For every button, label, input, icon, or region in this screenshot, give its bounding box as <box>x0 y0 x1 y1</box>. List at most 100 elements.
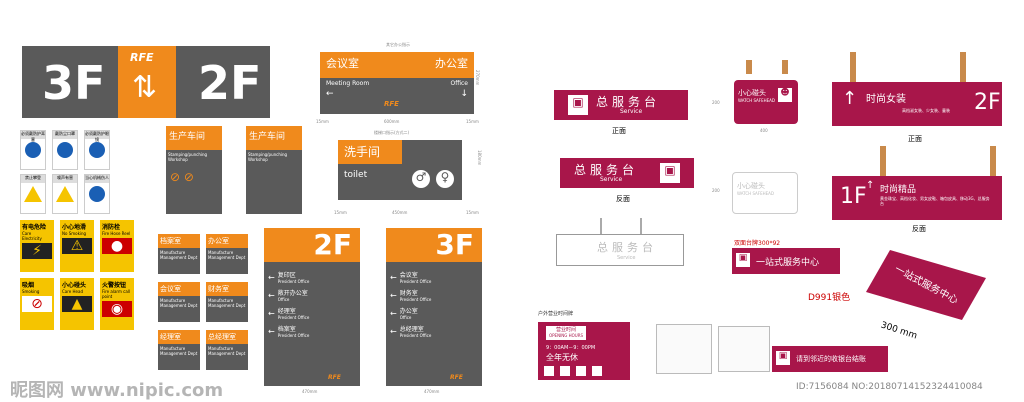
safety-sign: 消防栓 Fire Hose Reel ● <box>100 220 134 272</box>
service-desk-wireframe: 总服务台 Service <box>556 234 684 266</box>
safety-sign: 小心碰头 Care Head ▲ <box>60 278 94 330</box>
sign-en: Care Head <box>62 289 83 294</box>
one-stop-caption: 双面台牌300*92 <box>734 240 781 247</box>
care-head-cn: 小心碰头 <box>738 89 766 97</box>
cashier-icon: ▣ <box>776 351 790 365</box>
office-en: Manufacture Management Dept <box>160 298 198 308</box>
dim-width: 470mm <box>302 389 318 394</box>
office-cn: 办公室 <box>206 234 248 248</box>
service-back-label: 反面 <box>616 195 630 203</box>
safety-sign-label: 噪声有害 <box>53 175 77 183</box>
hours-icons <box>544 366 602 376</box>
sign-cn: 消防栓 <box>102 224 121 231</box>
office-cn: 总经理室 <box>206 330 248 344</box>
workshop-title: 生产车间 <box>249 132 286 142</box>
ear-protection-icon <box>25 142 41 158</box>
rfe-logo: RFE <box>384 100 399 108</box>
service-desk-cn: 总服务台 <box>596 95 661 109</box>
back-label: 反面 <box>912 225 926 233</box>
dim-right: 15mm <box>466 119 479 124</box>
fashion-ladies-cn: 时尚女装 <box>866 94 906 105</box>
care-wireframe-cn: 小心碰头 <box>737 182 765 190</box>
office-sign: 档案室 Manufacture Management Dept <box>158 234 200 274</box>
safety-sign-label: 当心机械伤人 <box>85 175 109 183</box>
mask-icon <box>57 142 73 158</box>
arrow-left-icon: ← <box>390 308 397 318</box>
safety-sign: 有电危险 Care Electricity ⚡ <box>20 220 54 272</box>
fashion-ladies-sub: 高档淑女装、少女装、童装 <box>902 108 950 113</box>
care-wireframe-en: WATCH SAFEHEAD <box>737 191 774 196</box>
toilet-sign: 洗手间 toilet ♂ ♀ <box>338 140 462 200</box>
dim-height: 270mm <box>475 70 480 86</box>
arrow-down-icon: ↓ <box>460 89 468 99</box>
dim-left: 15mm <box>316 119 329 124</box>
watermark-site: 昵图网 www.nipic.com <box>10 380 224 401</box>
arrow-left-icon: ← <box>268 272 275 282</box>
cashier-card: ▣ 请到邻近的收银台结账 <box>772 346 888 372</box>
sign-cn: 小心地滑 <box>62 224 87 231</box>
safety-sign: 当心机械伤人 <box>84 174 110 214</box>
workshop-sign: 生产车间 Stamping/punching Workshop <box>246 126 302 214</box>
arrow-left-icon: ← <box>390 272 397 282</box>
sign-en: Fire alarm call point <box>102 289 131 299</box>
office-signs-grid: 档案室 Manufacture Management Dept 办公室 Manu… <box>158 234 250 370</box>
entry-cn: 会议室 <box>399 272 418 279</box>
safety-sign-label: 戴防尘口罩 <box>53 131 77 139</box>
entry-en: President Office <box>277 333 310 338</box>
care-head-en: WATCH SAFEHEAD <box>738 98 775 103</box>
entry-en: President Office <box>399 297 432 302</box>
fire-hose-icon: ● <box>102 238 132 254</box>
sign-en: No Smoking <box>62 231 87 236</box>
service-wireframe-cn: 总服务台 <box>597 241 657 254</box>
service-desk-cn: 总服务台 <box>574 163 639 177</box>
floor-number: 1F <box>840 184 867 209</box>
hours-caption: 户外营业时间牌 <box>538 311 574 317</box>
white-card <box>718 326 770 372</box>
fashion-ladies-sign: ↑ 时尚女装 高档淑女装、少女装、童装 2F <box>832 82 1002 126</box>
sign-en: Smoking <box>22 289 40 294</box>
service-desk-front: ▣ 总服务台 Service <box>554 90 688 120</box>
workshop-sub: Stamping/punching Workshop <box>168 152 208 162</box>
tent-sign: 一站式服务中心 <box>846 240 996 330</box>
office-cn: 经理室 <box>158 330 200 344</box>
up-down-arrows-icon: ⇅ <box>132 70 158 105</box>
entry-en: Office <box>399 315 412 320</box>
entry-cn: 财务室 <box>399 290 418 297</box>
safety-sign: 禁止攀登 <box>20 174 46 214</box>
entry-cn: 总经理室 <box>399 326 424 333</box>
office-en: Office <box>450 80 468 87</box>
office-en: Manufacture Management Dept <box>208 250 246 260</box>
meeting-room-cn: 会议室 <box>326 57 359 70</box>
entry-en: Office <box>277 297 290 302</box>
sign-en: Fire Hose Reel <box>102 231 131 236</box>
hours-title: 营业时间 <box>555 327 576 333</box>
hanger-bar <box>746 60 752 74</box>
entry-cn: 经理室 <box>277 308 296 315</box>
service-desk-icon: ▣ <box>568 95 588 115</box>
care-head-sign: 小心碰头 WATCH SAFEHEAD ☻ <box>734 80 798 124</box>
office-en: Manufacture Management Dept <box>208 298 246 308</box>
entry-cn: 档案室 <box>277 326 296 333</box>
dim-width: 600mm <box>384 119 400 124</box>
workshop-title: 生产车间 <box>169 132 206 142</box>
hanging-sign-caption: 其它办公指示 <box>386 42 410 47</box>
office-sign: 办公室 Manufacture Management Dept <box>206 234 248 274</box>
safety-sign-label: 禁止攀登 <box>21 175 45 183</box>
office-cn: 财务室 <box>206 282 248 296</box>
floor-number: 2F <box>974 90 1001 115</box>
hours-promo: 全年无休 <box>546 353 578 362</box>
machine-icon <box>89 186 105 202</box>
hours-card: 营业时间 OPENING HOURS 9：00AM－9：00PM 全年无休 <box>538 322 630 380</box>
dim-height: 200 <box>712 188 720 193</box>
dim-left: 15mm <box>334 210 347 215</box>
sign-cn: 小心碰头 <box>62 282 87 289</box>
sign-cn: 有电危险 <box>22 224 47 231</box>
cashier-cn: 请到邻近的收银台结账 <box>796 355 866 363</box>
elevator-sign: 3F RFE ⇅ 2F <box>22 46 270 118</box>
arrow-up-icon: ↑ <box>866 180 875 191</box>
entry-en: President Office <box>277 315 310 320</box>
